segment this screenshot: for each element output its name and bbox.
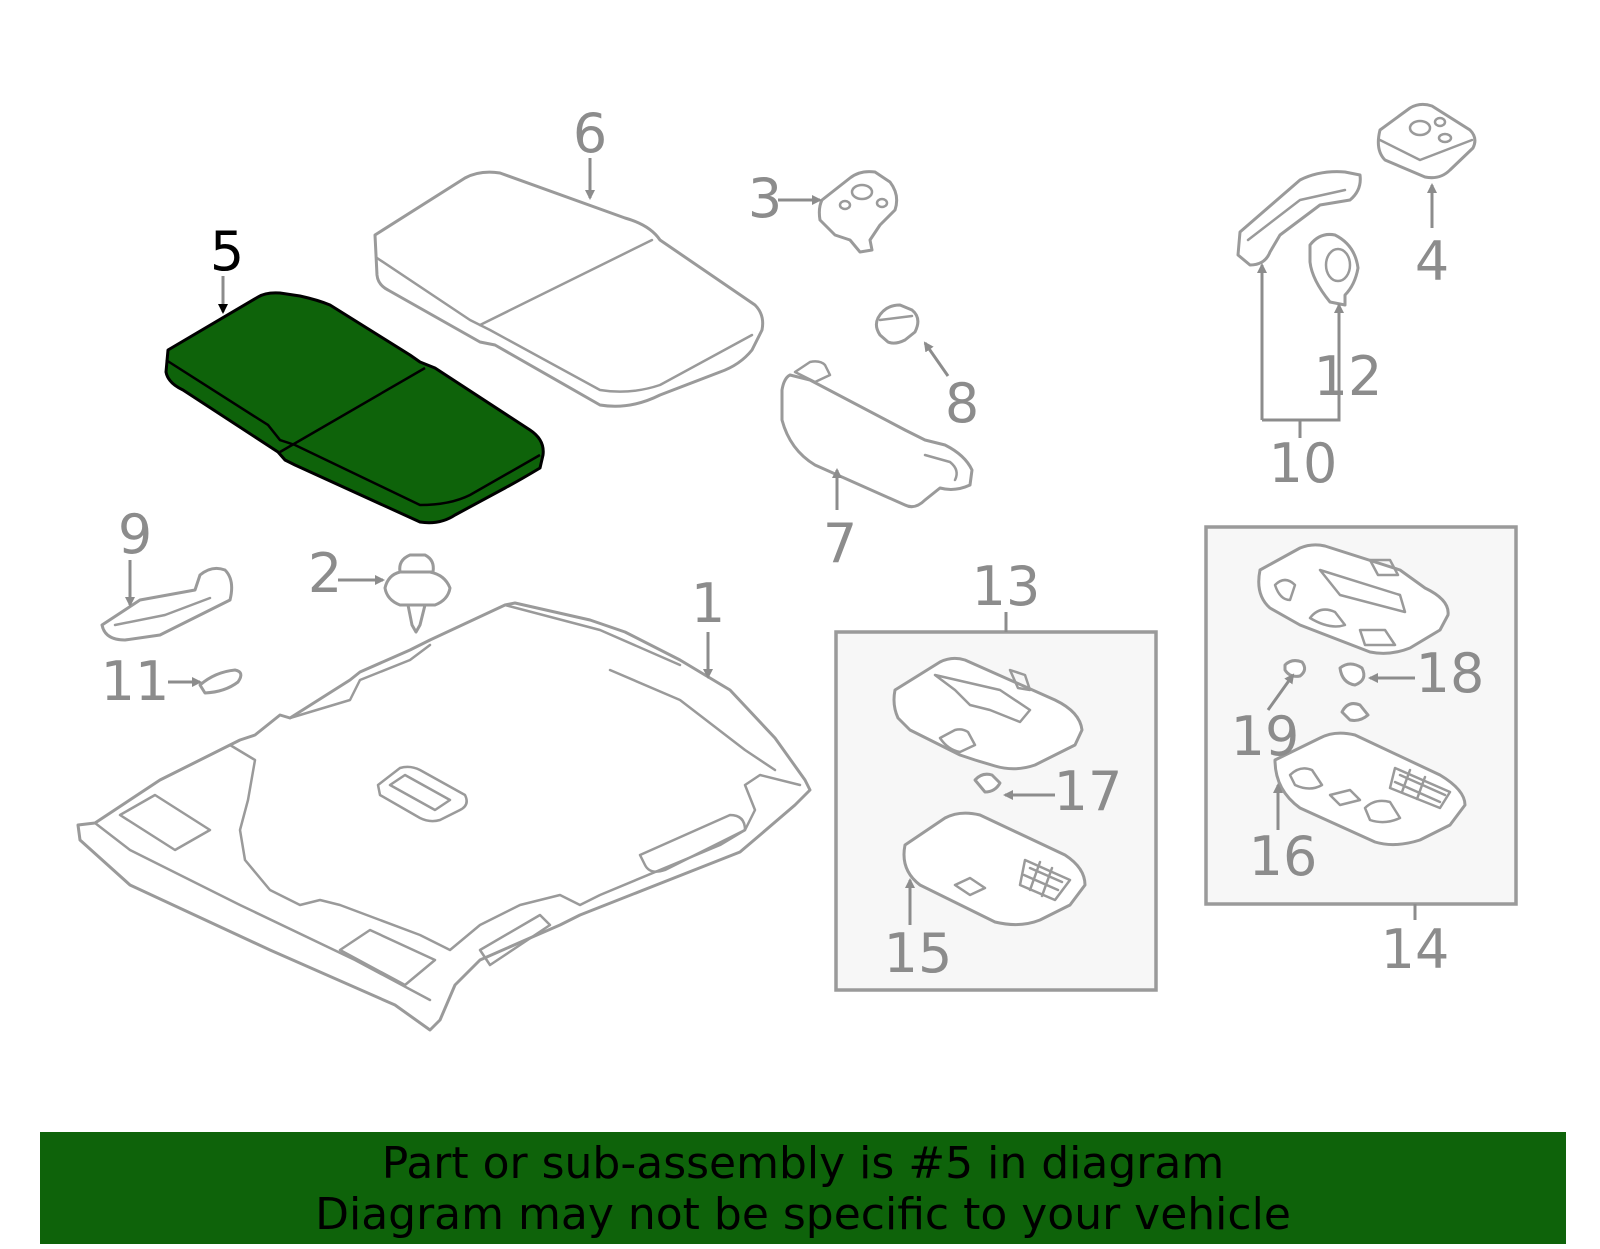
part-9-grab-handle (100, 566, 234, 642)
callout-10[interactable]: 10 (1269, 432, 1338, 495)
sub-assembly-13-box (834, 630, 1158, 992)
callout-17[interactable]: 17 (1054, 760, 1123, 823)
callout-6[interactable]: 6 (573, 102, 607, 165)
callout-13[interactable]: 13 (972, 555, 1041, 618)
part-11-cap (198, 668, 243, 695)
callout-16[interactable]: 16 (1249, 825, 1318, 888)
part-7-sun-visor (780, 360, 974, 509)
callout-18[interactable]: 18 (1416, 642, 1485, 705)
callout-14[interactable]: 14 (1381, 918, 1450, 981)
leader-lines (125, 158, 1437, 925)
part-8-clip (874, 303, 920, 345)
banner-line-1: Part or sub-assembly is #5 in diagram (381, 1138, 1225, 1189)
part-2-clip (383, 553, 452, 634)
leader-10-bracket (1262, 350, 1341, 422)
callout-numbers: 1 2 3 4 5 6 7 8 9 10 11 12 13 14 15 16 1… (101, 102, 1485, 985)
banner-line-2: Diagram may not be specific to your vehi… (315, 1189, 1291, 1240)
part-5-panel-highlighted (164, 291, 545, 525)
callout-1[interactable]: 1 (691, 572, 725, 635)
callout-8[interactable]: 8 (945, 372, 979, 435)
callout-4[interactable]: 4 (1415, 230, 1449, 293)
info-banner: Part or sub-assembly is #5 in diagram Di… (40, 1132, 1566, 1244)
callout-19[interactable]: 19 (1231, 705, 1300, 768)
callout-2[interactable]: 2 (308, 542, 342, 605)
part-10-grab-handle (1236, 170, 1362, 267)
part-4-lamp (1376, 102, 1477, 180)
leader-19 (1266, 673, 1295, 711)
part-1-headliner (76, 601, 812, 1032)
callout-11[interactable]: 11 (101, 650, 170, 713)
callout-3[interactable]: 3 (748, 167, 782, 230)
callout-5[interactable]: 5 (210, 220, 244, 283)
callout-15[interactable]: 15 (884, 922, 953, 985)
part-3-lamp (817, 170, 899, 254)
part-12-bracket (1308, 233, 1360, 307)
leader-8 (923, 341, 950, 377)
sub-assembly-14-box (1204, 525, 1518, 906)
callout-9[interactable]: 9 (118, 503, 152, 566)
callout-7[interactable]: 7 (823, 512, 857, 575)
callout-12[interactable]: 12 (1314, 345, 1383, 408)
part-6-panel (373, 170, 765, 408)
